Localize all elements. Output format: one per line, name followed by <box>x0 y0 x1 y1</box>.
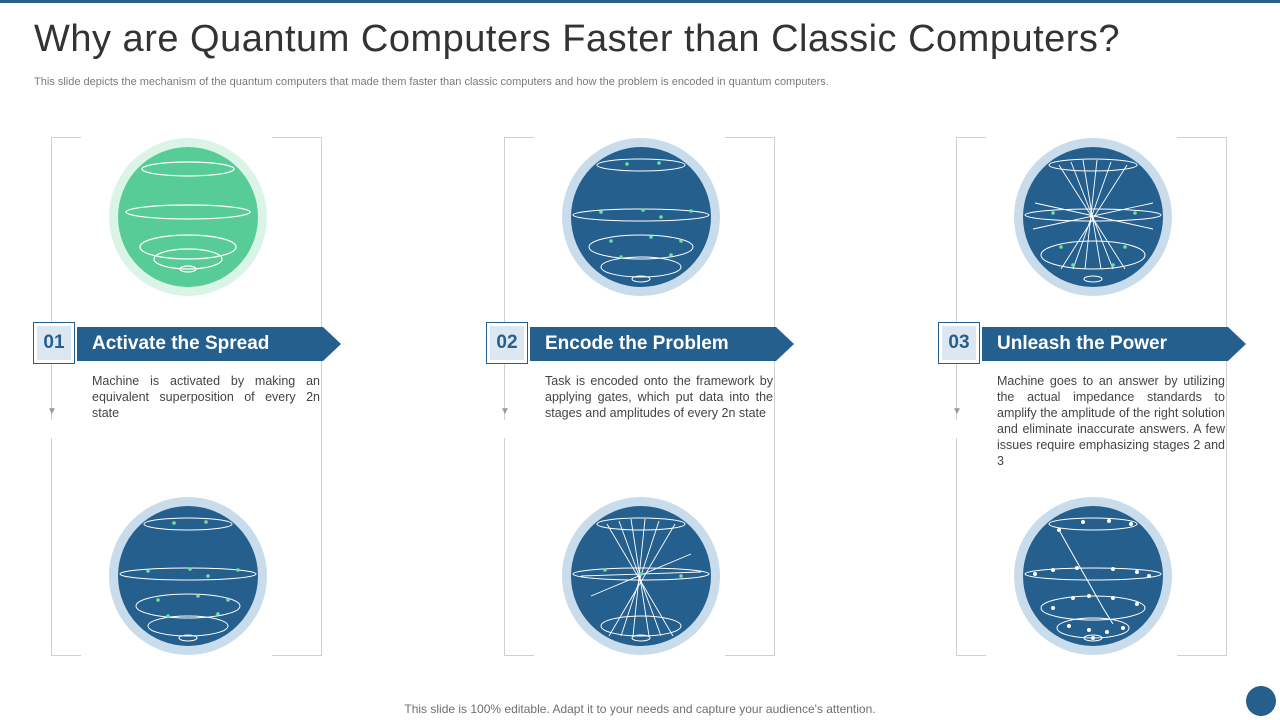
frame-gap <box>44 420 60 438</box>
frame-line <box>272 655 322 656</box>
frame-line <box>321 137 322 656</box>
step-number-badge: 01 <box>33 322 75 364</box>
corner-circle-icon <box>1246 686 1276 716</box>
step-title-banner: Unleash the Power <box>982 327 1246 361</box>
step-description: Machine is activated by making an equiva… <box>92 374 320 420</box>
page-subtitle: This slide depicts the mechanism of the … <box>34 76 829 88</box>
step-number: 01 <box>37 326 71 360</box>
frame-line <box>51 137 52 656</box>
frame-line <box>272 137 322 138</box>
step-description: Machine goes to an answer by utilizing t… <box>997 374 1225 468</box>
frame-line <box>504 137 505 656</box>
top-accent-line <box>0 0 1280 3</box>
step-number-badge: 03 <box>938 322 980 364</box>
blue-rings-sphere-icon <box>109 497 267 655</box>
frame-line <box>51 655 81 656</box>
step-column-1: ▼ 01 Activate the Spread Machine is acti… <box>30 0 360 720</box>
step-description: Task is encoded onto the framework by ap… <box>545 374 773 420</box>
step-number: 02 <box>490 326 524 360</box>
blue-path-sphere-icon <box>1014 497 1172 655</box>
arrow-down-icon: ▼ <box>952 406 962 417</box>
step-title-banner: Activate the Spread <box>77 327 341 361</box>
frame-gap <box>949 420 965 438</box>
green-rings-sphere-icon <box>109 138 267 296</box>
step-title-banner: Encode the Problem <box>530 327 794 361</box>
frame-line <box>504 655 534 656</box>
step-column-3: ▼ 03 Unleash the Power Machine goes to a… <box>935 0 1265 720</box>
footer-note: This slide is 100% editable. Adapt it to… <box>404 702 876 716</box>
frame-line <box>1226 137 1227 656</box>
frame-line <box>774 137 775 656</box>
frame-line <box>504 137 534 138</box>
frame-line <box>1177 137 1227 138</box>
step-title: Unleash the Power <box>997 333 1167 354</box>
step-column-2: ▼ 02 Encode the Problem Task is encoded … <box>483 0 813 720</box>
frame-line <box>956 137 986 138</box>
frame-line <box>725 655 775 656</box>
page-title: Why are Quantum Computers Faster than Cl… <box>34 18 1121 60</box>
frame-line <box>51 137 81 138</box>
arrow-down-icon: ▼ <box>500 406 510 417</box>
blue-rays-sphere-icon <box>1014 138 1172 296</box>
blue-rays-sphere-icon <box>562 497 720 655</box>
step-title: Activate the Spread <box>92 333 270 354</box>
step-number: 03 <box>942 326 976 360</box>
frame-line <box>956 655 986 656</box>
blue-rings-sphere-icon <box>562 138 720 296</box>
step-number-badge: 02 <box>486 322 528 364</box>
frame-line <box>725 137 775 138</box>
frame-line <box>1177 655 1227 656</box>
arrow-down-icon: ▼ <box>47 406 57 417</box>
frame-line <box>956 137 957 656</box>
frame-gap <box>497 420 513 438</box>
step-title: Encode the Problem <box>545 333 729 354</box>
